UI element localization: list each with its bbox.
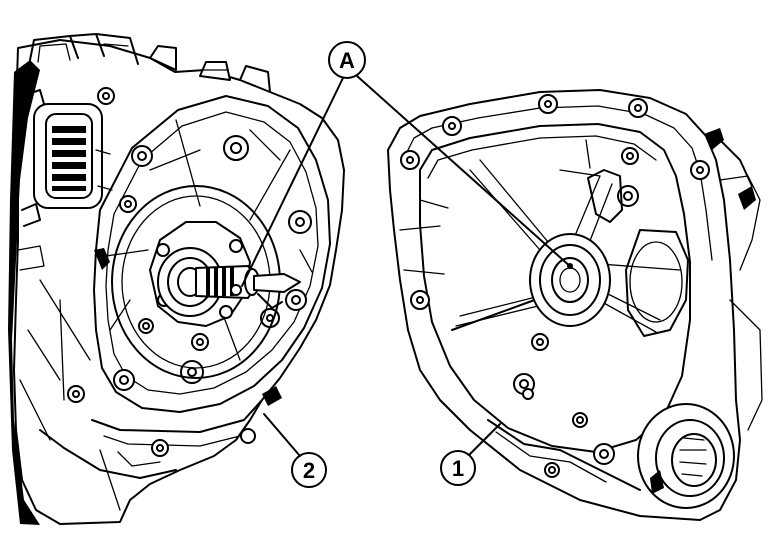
shaft-splines [206,267,234,296]
callout-1: 1 [440,423,501,486]
svg-text:A: A [339,48,355,73]
flange-bolt-bosses [113,135,312,391]
callout-2: 2 [263,413,327,488]
callout-a: A [241,41,573,287]
svg-text:2: 2 [303,458,315,483]
clutch-housing-right [387,89,763,521]
svg-text:1: 1 [452,456,464,481]
transaxle-assembly-left [8,33,345,525]
connector-pins [52,126,86,191]
